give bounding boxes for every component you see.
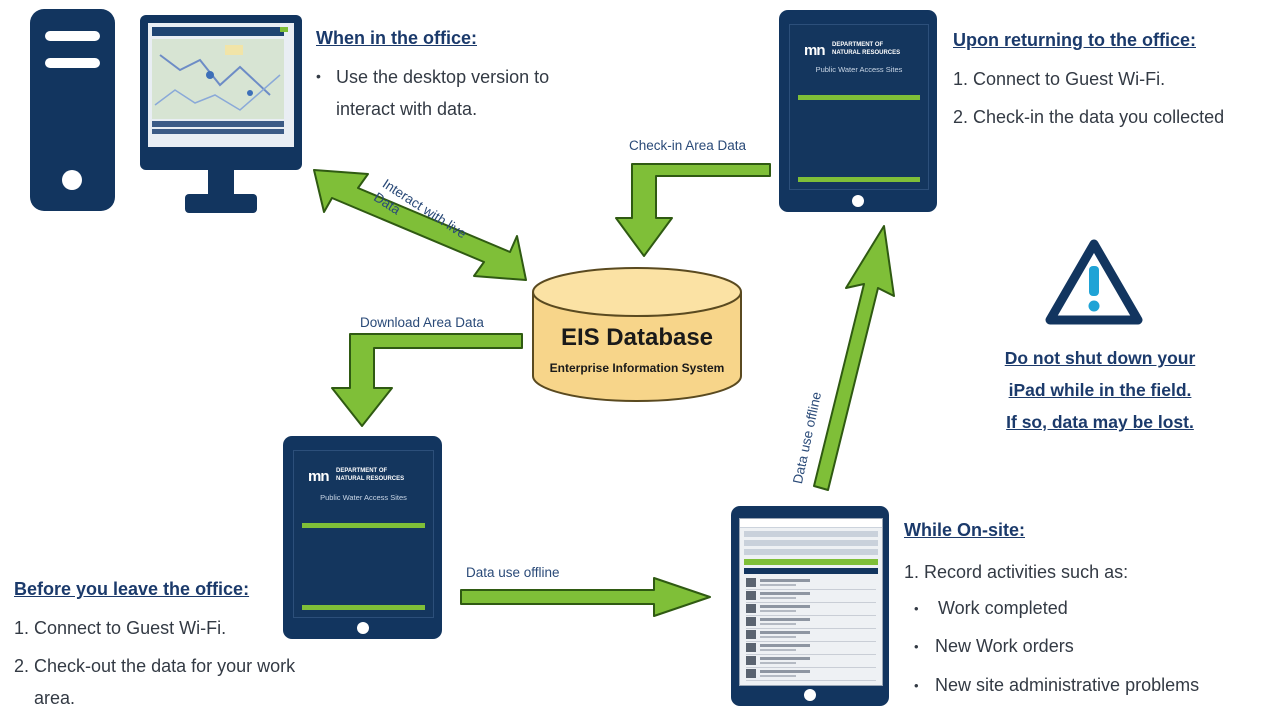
onsite-sub-2: New Work orders [935, 636, 1074, 656]
warning-line-3: If so, data may be lost. [1006, 412, 1194, 432]
tablet-logo-line-2: NATURAL RESOURCES [336, 476, 405, 482]
warning-line-2: iPad while in the field. [1008, 380, 1192, 400]
desktop-section-heading: When in the office: [316, 28, 477, 48]
database-subtitle: Enterprise Information System [549, 361, 725, 375]
offline-up-arrow-icon [806, 222, 898, 494]
onsite-bullet-1: • [914, 601, 919, 616]
tablet-logo-line-2: NATURAL RESOURCES [832, 50, 901, 56]
onsite-section-heading: While On-site: [904, 520, 1025, 540]
onsite-sub-3: New site administrative problems [935, 675, 1200, 695]
desktop-section-line-1: Use the desktop version to [336, 67, 550, 87]
onsite-bullet-3: • [914, 678, 919, 693]
warning-icon [1042, 236, 1146, 330]
onsite-item-1: 1. Record activities such as: [904, 562, 1129, 582]
onsite-sub-1: Work completed [938, 598, 1068, 618]
checkin-arrow-icon [604, 158, 774, 260]
desktop-monitor-icon [140, 15, 302, 213]
download-arrow-icon [322, 330, 526, 430]
warning-line-1: Do not shut down your [1004, 348, 1196, 368]
before-item-2b: area. [34, 688, 76, 708]
return-item-2: 2. Check-in the data you collected [953, 107, 1225, 127]
before-item-2a: 2. Check-out the data for your work [14, 656, 296, 676]
tablet-checkout-icon: mn DEPARTMENT OF NATURAL RESOURCES Publi… [283, 436, 442, 639]
desktop-section-line-2: interact with data. [336, 99, 478, 119]
tablet-return-icon: mn DEPARTMENT OF NATURAL RESOURCES Publi… [779, 10, 937, 212]
return-section-heading: Upon returning to the office: [953, 30, 1196, 50]
checkin-label: Check-in Area Data [629, 138, 747, 153]
tablet-logo: mn [308, 468, 329, 485]
database-cylinder-icon [531, 266, 743, 404]
tablet-onsite-icon [731, 506, 889, 706]
database-title: EIS Database [560, 324, 714, 351]
tablet-logo: mn [804, 42, 825, 59]
before-section-heading: Before you leave the office: [14, 579, 250, 599]
onsite-bullet-2: • [914, 639, 919, 654]
before-item-1: 1. Connect to Guest Wi-Fi. [14, 618, 227, 638]
tablet-app-title: Public Water Access Sites [815, 65, 903, 74]
offline-right-arrow-icon [458, 574, 714, 620]
offline-right-label: Data use offline [466, 565, 560, 580]
download-label: Download Area Data [360, 315, 484, 330]
desktop-section-bullet: • [316, 68, 321, 84]
interact-arrow-icon [312, 166, 528, 284]
return-item-1: 1. Connect to Guest Wi-Fi. [953, 69, 1166, 89]
tablet-app-title: Public Water Access Sites [320, 493, 407, 502]
tablet-logo-line-1: DEPARTMENT OF [336, 468, 388, 474]
desktop-tower-icon [30, 9, 115, 211]
tablet-logo-line-1: DEPARTMENT OF [832, 42, 884, 48]
